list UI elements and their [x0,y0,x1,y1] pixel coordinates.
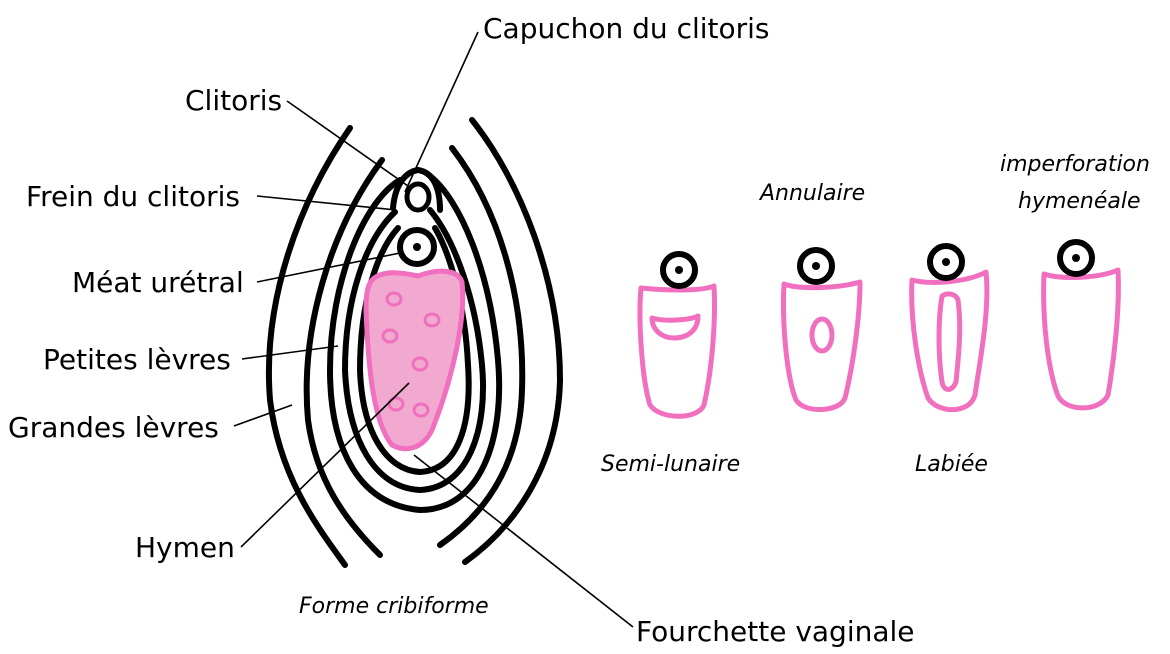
meatus-dot [1072,254,1080,262]
caption-annulaire: Annulaire [758,181,865,206]
variant-outline [1044,270,1119,408]
variant-labiee: Labiée [912,246,988,477]
variant-annulaire: Annulaire [758,181,865,410]
label-meat: Méat urétral [72,266,244,299]
clitoral-hood [393,170,440,210]
caption-imperforation-line1: imperforation [1000,152,1150,177]
variant-opening [652,316,698,338]
label-grandes: Grandes lèvres [8,411,219,444]
label-petites: Petites lèvres [43,343,231,376]
variant-semi-lunaire: Semi-lunaire [601,254,740,477]
leader-petites [242,346,338,359]
label-frein: Frein du clitoris [26,180,240,213]
label-hymen: Hymen [135,531,235,564]
leader-clitoris [287,101,408,186]
label-fourchette: Fourchette vaginale [636,615,915,648]
variant-opening [812,319,832,351]
label-capuchon: Capuchon du clitoris [483,12,770,45]
label-clitoris: Clitoris [185,84,282,117]
caption-imperforation-line2: hymenéale [1018,189,1141,214]
leader-hymen [241,383,409,547]
meatus-dot [675,266,683,274]
caption-semi-lunaire: Semi-lunaire [601,452,740,477]
leader-grandes [234,405,292,426]
urethral-meatus-dot [413,243,421,251]
meatus-dot [942,258,950,266]
meatus-dot [812,262,820,270]
variant-opening [939,294,960,390]
hymen-variants: Semi-lunaire Annulaire Labiée imperforat… [601,152,1150,477]
caption-labiee: Labiée [915,452,988,477]
variant-imperforation: imperforation hymenéale [1000,152,1150,408]
caption-cribiforme: Forme cribiforme [299,594,489,619]
vulva-drawing [269,120,560,565]
clitoris-glans [407,184,429,210]
variant-outline [784,282,861,410]
variant-outline [640,286,715,416]
